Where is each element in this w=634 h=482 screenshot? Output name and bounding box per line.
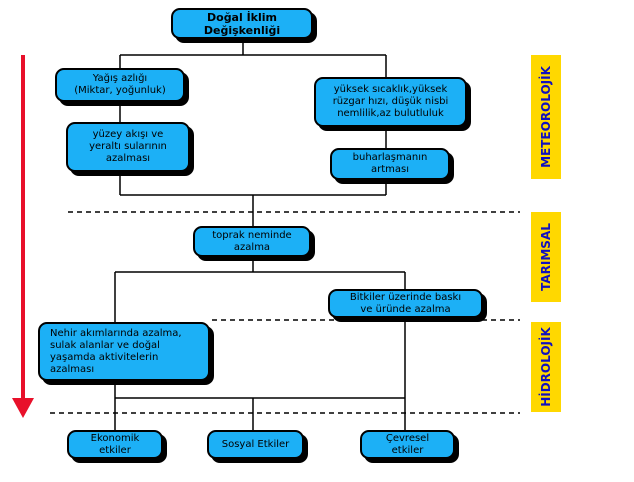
side-label-meteorolojik: METEOROLOJİK bbox=[531, 55, 561, 179]
side-label-tarimsal-text: TARIMSAL bbox=[539, 223, 554, 291]
side-label-meteorolojik-text: METEOROLOJİK bbox=[539, 66, 553, 168]
node-nehir-akimlari: Nehir akımlarında azalma, sulak alanlar … bbox=[38, 322, 210, 381]
side-label-hidrolojik: HİDROLOJİK bbox=[531, 322, 561, 412]
node-yuksek-sicaklik: yüksek sıcaklık,yüksek rüzgar hızı, düşü… bbox=[314, 77, 467, 127]
node-bitkiler: Bitkiler üzerinde baskı ve üründe azalma bbox=[328, 289, 483, 318]
node-cevresel-etkiler: Çevresel etkiler bbox=[360, 430, 455, 459]
node-buharlasma: buharlaşmanın artması bbox=[330, 148, 450, 180]
title-box: Doğal İklim Değişkenliği bbox=[171, 8, 313, 39]
time-arrow-head bbox=[12, 398, 34, 418]
node-yagis-azligi: Yağış azlığı (Miktar, yoğunluk) bbox=[55, 68, 185, 102]
node-sosyal-etkiler: Sosyal Etkiler bbox=[207, 430, 304, 459]
side-label-hidrolojik-text: HİDROLOJİK bbox=[539, 327, 553, 407]
side-label-tarimsal: TARIMSAL bbox=[531, 212, 561, 302]
node-toprak-nemi: toprak neminde azalma bbox=[193, 226, 311, 257]
node-yuzey-akisi: yüzey akışı ve yeraltı sularının azalmas… bbox=[66, 122, 190, 172]
connectors bbox=[114, 39, 406, 430]
node-ekonomik-etkiler: Ekonomik etkiler bbox=[67, 430, 163, 459]
